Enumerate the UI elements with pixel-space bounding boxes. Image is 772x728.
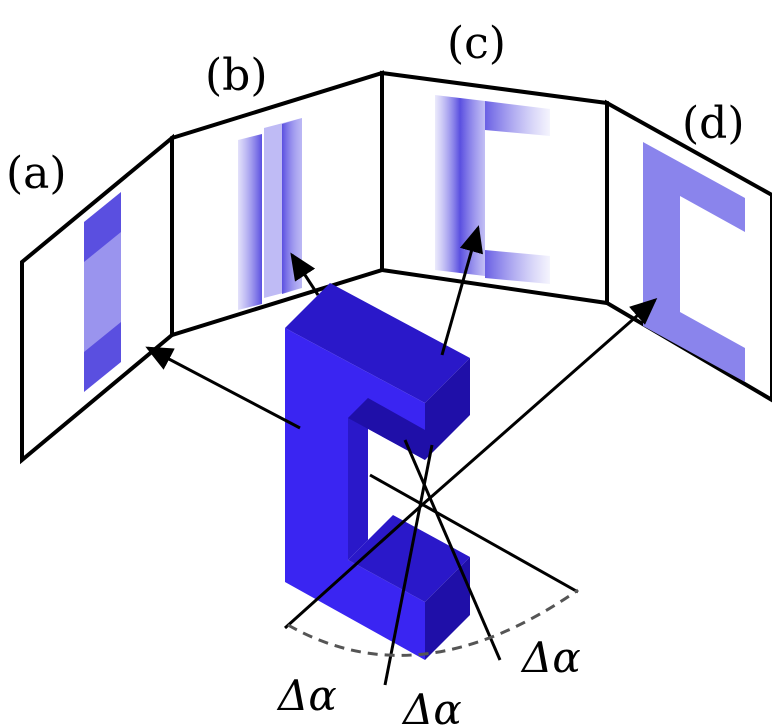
angle-arc bbox=[287, 588, 579, 657]
label-b: (b) bbox=[205, 50, 268, 101]
panel-d bbox=[605, 99, 772, 403]
angle-fan-lines bbox=[283, 439, 579, 686]
angle-label-right: Δα bbox=[520, 633, 581, 682]
object-top-face bbox=[285, 283, 470, 403]
projection-c-top-arm bbox=[485, 101, 550, 136]
panel-a bbox=[20, 133, 174, 465]
projection-c-spine bbox=[435, 95, 485, 276]
panel-c bbox=[380, 70, 609, 306]
projection-a-middle bbox=[84, 232, 121, 352]
angle-label-left: Δα bbox=[276, 671, 337, 720]
projection-b-spine bbox=[238, 134, 262, 310]
object-inner-recess bbox=[348, 398, 368, 560]
projection-rays bbox=[145, 225, 658, 507]
object-top-arm-side bbox=[425, 358, 470, 460]
projection-b-c-edge bbox=[282, 118, 302, 294]
projection-d-c-shape bbox=[643, 142, 745, 382]
angle-label-middle: Δα bbox=[401, 685, 462, 728]
label-c: (c) bbox=[447, 18, 506, 69]
projection-c-bottom-arm bbox=[485, 250, 550, 284]
object-bottom-arm-side bbox=[425, 557, 470, 660]
label-d: (d) bbox=[682, 98, 745, 149]
label-a: (a) bbox=[6, 148, 67, 199]
